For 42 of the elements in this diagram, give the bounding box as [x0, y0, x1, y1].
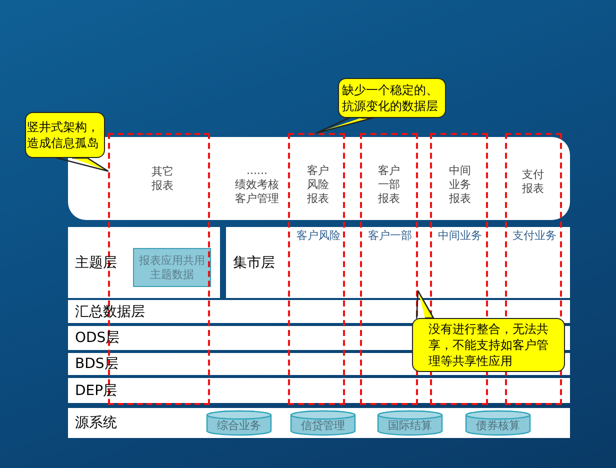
callout-pointer [316, 117, 374, 134]
dashed-outline [360, 133, 418, 405]
callout-pointer [416, 290, 434, 319]
column-label: 客户风险 [296, 229, 342, 243]
layer-label: 汇总数据层 [75, 302, 145, 320]
database-cylinder [206, 410, 272, 436]
layer-band [68, 300, 570, 323]
callout-text: 没有进行整合，无法共享，不能支持如客户管理等共享性应用 [428, 321, 548, 369]
column-label: 中间业务 [437, 229, 483, 243]
callout-tooltip [412, 318, 565, 372]
layer-label: 源系统 [75, 414, 117, 432]
database-cylinder [290, 410, 356, 436]
layer-label: ODS层 [75, 329, 120, 347]
layer-band [226, 227, 570, 298]
callout-text: 竖井式架构，造成信息孤岛 [27, 119, 100, 151]
layer-label: 集市层 [233, 254, 275, 272]
data-box [133, 248, 211, 287]
report-label: 客户风险报表 [306, 164, 330, 206]
dashed-outline [430, 133, 488, 405]
callout-text: 缺少一个稳定的、抗源变化的数据层 [342, 82, 439, 114]
database-label: 国际结算 [388, 418, 432, 433]
report-label: ...... [246, 164, 268, 178]
callout-pointer [56, 157, 109, 172]
column-label: 支付业务 [512, 229, 558, 243]
layer-label: BDS层 [75, 355, 118, 373]
report-label: 绩效考核客户管理 [234, 178, 280, 206]
report-label: 支付报表 [521, 168, 545, 196]
database-label: 债券核算 [476, 418, 520, 433]
layer-label: 主题层 [75, 254, 117, 272]
database-label: 信贷管理 [301, 418, 345, 433]
column-label: 客户一部 [367, 229, 413, 243]
database-cylinder [377, 410, 443, 436]
layer-band [68, 408, 570, 438]
dashed-outline [288, 133, 345, 405]
layer-label: DEP层 [75, 382, 118, 400]
box-label: 报表应用共用主题数据 [138, 254, 206, 282]
database-cylinder [465, 410, 531, 436]
layer-band [68, 378, 570, 403]
database-label: 综合业务 [217, 418, 261, 433]
report-label: 中间业务报表 [448, 164, 472, 206]
report-label: 客户一部报表 [377, 164, 401, 206]
report-label: 其它报表 [150, 165, 174, 193]
